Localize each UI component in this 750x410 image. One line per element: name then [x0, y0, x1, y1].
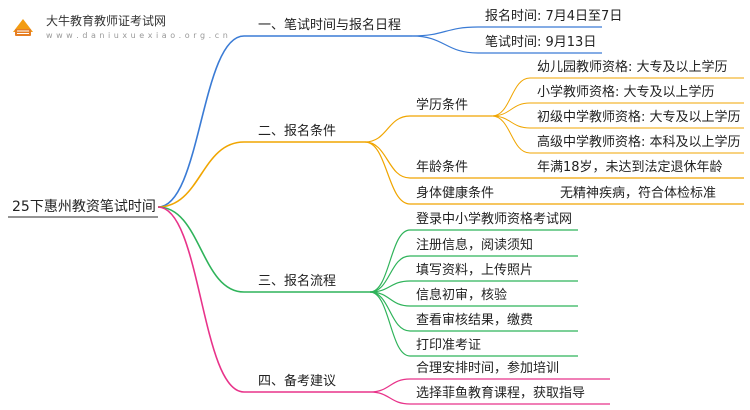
education-connector [491, 77, 531, 117]
advice-item: 选择菲鱼教育课程，获取指导 [416, 386, 586, 401]
root-node: 25下惠州教资笔试时间 [12, 199, 156, 215]
process-step: 信息初审，核验 [416, 288, 508, 303]
logo-title: 大牛教育教师证考试网 [46, 14, 167, 28]
education-item: 初级中学教师资格: 大专及以上学历 [537, 110, 741, 125]
condition-age: 年龄条件 [416, 160, 469, 175]
advice-item: 合理安排时间，参加培训 [416, 361, 560, 376]
process-connector [369, 229, 411, 293]
advice-connector [369, 378, 411, 393]
root-to-branch-advice [157, 206, 245, 393]
process-connector [369, 291, 411, 357]
process-step: 填写资料，上传照片 [416, 263, 534, 278]
condition-education: 学历条件 [416, 98, 469, 113]
process-step: 登录中小学教师资格考试网 [416, 212, 573, 227]
schedule-item: 报名时间: 7月4日至7日 [485, 9, 623, 24]
root-to-branch-conditions [157, 141, 245, 208]
education-item: 幼儿园教师资格: 大专及以上学历 [537, 60, 728, 75]
branch-conditions-label: 二、报名条件 [258, 124, 337, 139]
schedule-item: 笔试时间: 9月13日 [485, 35, 597, 50]
condition-health: 身体健康条件 [416, 186, 495, 201]
process-connector [369, 255, 411, 293]
conditions-connector [364, 115, 411, 143]
process-step: 查看审核结果，缴费 [416, 313, 534, 328]
education-item: 小学教师资格: 大专及以上学历 [537, 85, 715, 100]
site-logo: 大牛教育教师证考试网 w w w . d a n i u x u e x i a… [6, 6, 228, 48]
health-detail: 无精神疾病，符合体检标准 [560, 186, 717, 201]
branch-schedule-label: 一、笔试时间与报名日程 [258, 18, 402, 33]
process-step: 打印准考证 [416, 338, 482, 353]
education-connector [491, 102, 531, 117]
schedule-connector [411, 26, 479, 37]
education-item: 高级中学教师资格: 本科及以上学历 [537, 135, 741, 150]
age-detail: 年满18岁，未达到法定退休年龄 [537, 160, 723, 175]
branch-process-label: 三、报名流程 [258, 274, 337, 289]
logo-book-icon [7, 11, 39, 43]
branch-advice-label: 四、备考建议 [258, 374, 337, 389]
process-step: 注册信息，阅读须知 [416, 238, 534, 253]
root-to-branch-schedule [157, 35, 245, 208]
education-connector [491, 115, 531, 154]
schedule-connector [411, 35, 479, 54]
root-to-branch-process [157, 206, 245, 293]
conditions-connector [364, 141, 411, 205]
advice-connector [369, 391, 411, 405]
logo-url: w w w . d a n i u x u e x i a o . o r g … [46, 31, 229, 40]
